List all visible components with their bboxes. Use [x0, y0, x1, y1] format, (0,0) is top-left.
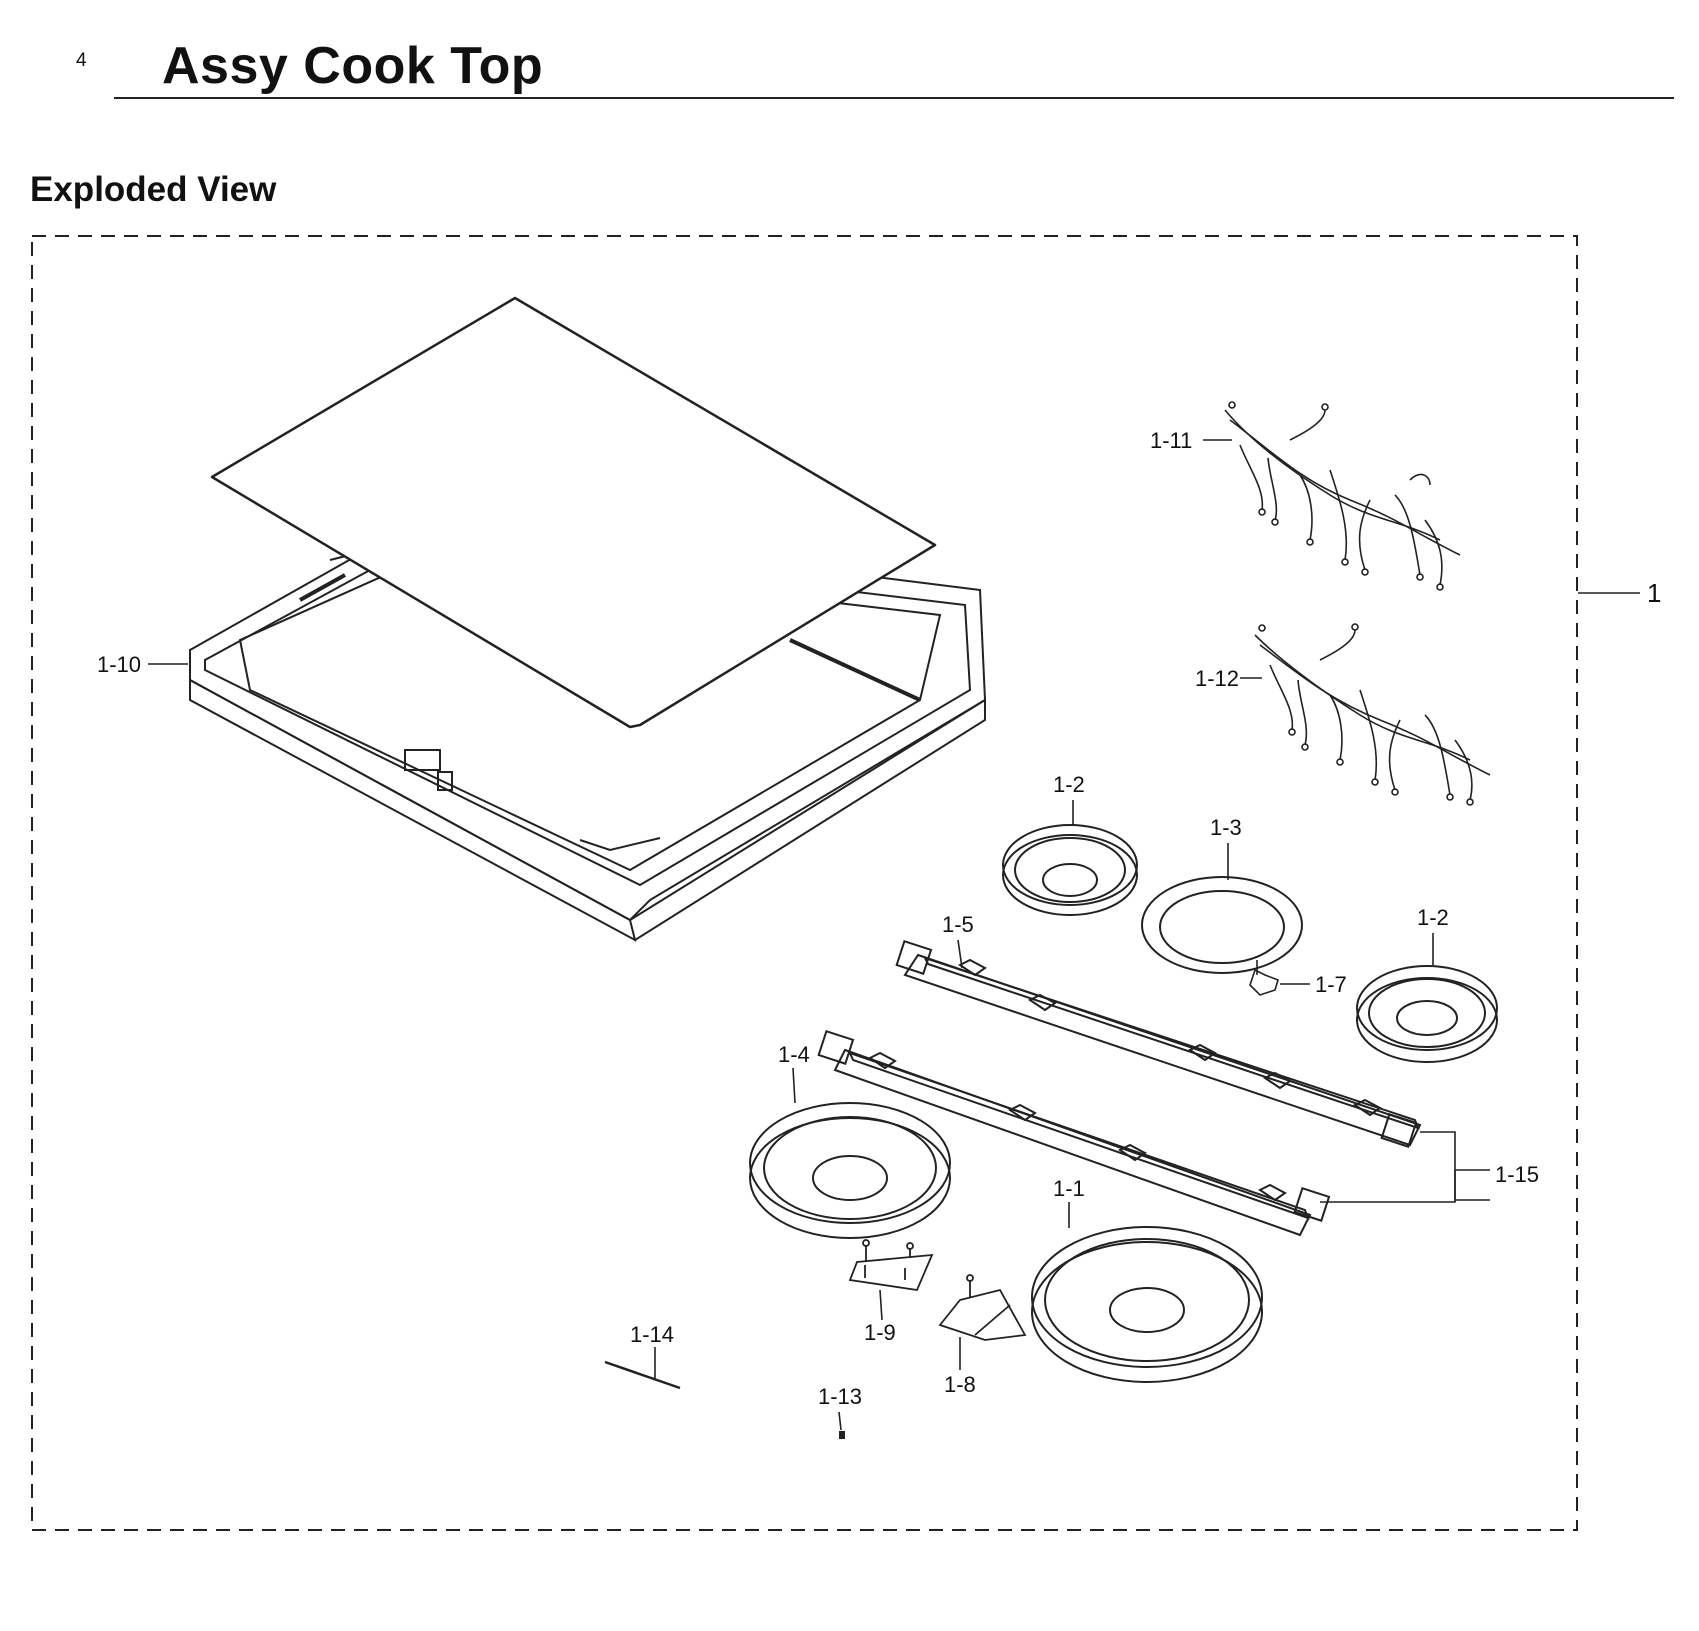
callout-1-14: 1-14 [630, 1322, 674, 1347]
part-1-9-bracket [848, 1239, 934, 1291]
callout-1-15: 1-15 [1495, 1162, 1539, 1187]
glass-top-panel [210, 296, 937, 729]
callout-1-2-b: 1-2 [1417, 905, 1449, 930]
callout-1-5: 1-5 [942, 912, 974, 937]
part-1-13-screw [839, 1431, 845, 1439]
callout-1-3: 1-3 [1210, 815, 1242, 840]
part-1-8-bracket [938, 1274, 1027, 1341]
callout-1-11: 1-11 [1150, 428, 1192, 453]
part-1-3-ring [1141, 876, 1303, 974]
callout-1-2-a: 1-2 [1053, 772, 1085, 797]
part-1-1-burner [1031, 1226, 1263, 1383]
page-title: Assy Cook Top [162, 37, 544, 95]
part-1-2-burner-b [1356, 965, 1498, 1063]
callout-1-10: 1-10 [97, 652, 141, 677]
part-1-11-wire-harness [1224, 401, 1461, 591]
part-1-7-clip [1249, 960, 1279, 996]
part-1-15-bracket-lower [817, 1030, 1331, 1237]
section-heading: Exploded View [30, 170, 277, 209]
callout-1-9: 1-9 [864, 1320, 896, 1345]
callout-1-4: 1-4 [778, 1042, 810, 1067]
assembly-boundary [31, 235, 1578, 1531]
part-1-14-strip [604, 1360, 681, 1390]
callout-1-13: 1-13 [818, 1384, 862, 1409]
callout-1-8: 1-8 [944, 1372, 976, 1397]
leader-lines [148, 439, 1640, 1431]
part-1-5-bracket-upper [895, 940, 1422, 1148]
callout-1-7: 1-7 [1315, 972, 1347, 997]
callout-1-1: 1-1 [1053, 1176, 1085, 1201]
page-number: 4 [76, 50, 87, 71]
callout-1-12: 1-12 [1195, 666, 1239, 691]
title-underline [114, 97, 1674, 99]
part-1-12-wire-harness [1254, 623, 1491, 806]
part-1-4-burner [749, 1102, 951, 1239]
callout-1: 1 [1647, 578, 1661, 608]
part-1-2-burner-a [1002, 824, 1138, 916]
